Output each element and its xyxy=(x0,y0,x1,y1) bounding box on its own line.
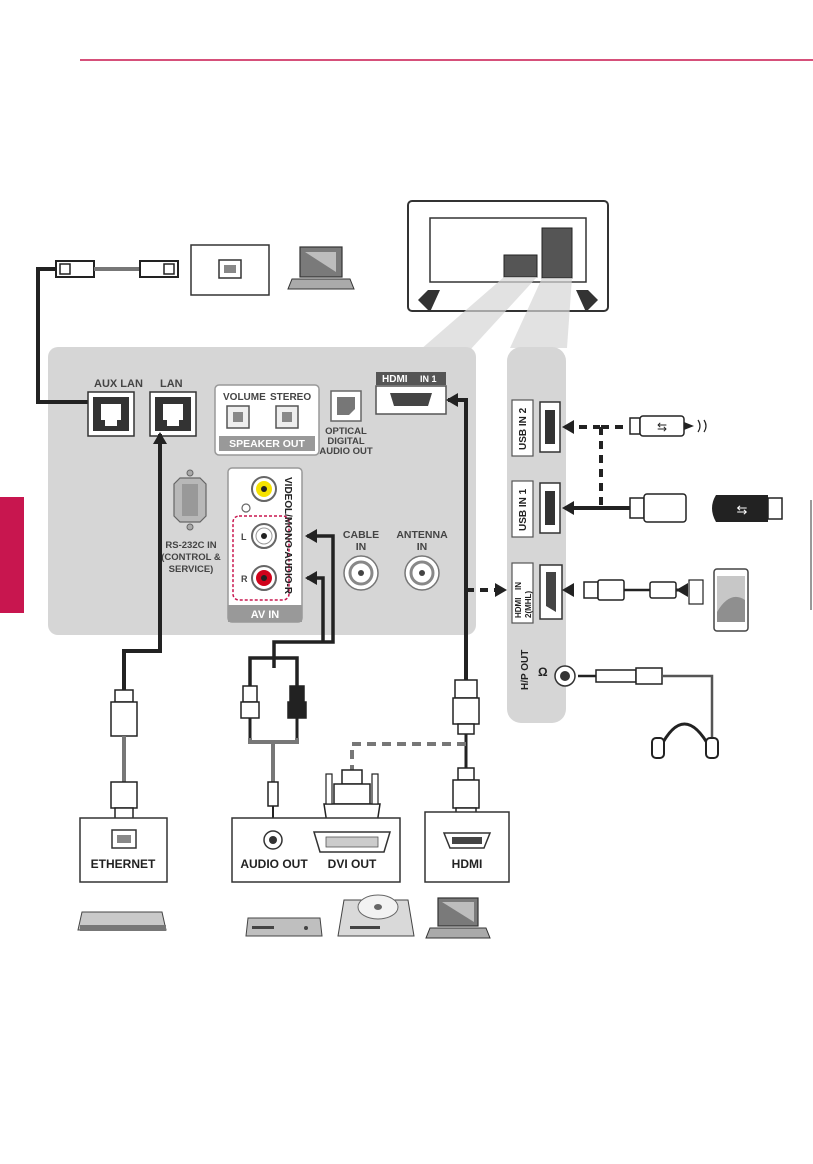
rs232-label-2: (CONTROL & xyxy=(161,552,221,563)
av-output-box: AUDIO OUT DVI OUT xyxy=(232,818,400,882)
dvi-out-label: DVI OUT xyxy=(328,857,377,871)
hdmi-in1-logo: HDMI xyxy=(382,374,408,385)
jack-l-label: L xyxy=(241,532,247,542)
video-label: VIDEO xyxy=(282,477,293,508)
mhl-cable xyxy=(562,580,688,600)
headphones-icon xyxy=(652,724,718,758)
usb-in2-label: USB IN 2 xyxy=(518,407,529,450)
side-tab xyxy=(0,497,24,613)
audio-out-label: AUDIO OUT xyxy=(240,857,308,871)
usb-stick-connector-icon xyxy=(630,494,686,522)
laptop-icon xyxy=(288,247,354,289)
rca-plugs xyxy=(241,686,306,822)
usb-in1-label: USB IN 1 xyxy=(518,488,529,531)
stereo-label: STEREO xyxy=(270,392,311,403)
aux-lan-label: AUX LAN xyxy=(94,378,143,390)
hdmi-device-label: HDMI xyxy=(452,857,483,871)
cable-in-label-2: IN xyxy=(356,541,367,553)
tv-back-icon xyxy=(408,201,608,350)
lan-label: LAN xyxy=(160,378,183,390)
usb-cables xyxy=(565,427,630,508)
aux-lan-port xyxy=(88,392,134,436)
hdmi-device-box: HDMI xyxy=(425,812,509,882)
cable-in-label-1: CABLE xyxy=(343,529,379,541)
hdmi-in2-label-1: IN xyxy=(514,582,523,590)
volume-label: VOLUME xyxy=(223,392,266,403)
usb-plug-icon: ⇆ xyxy=(630,416,706,436)
optical-label-3: AUDIO OUT xyxy=(319,446,373,457)
headphone-cable xyxy=(578,668,712,740)
speaker-out-group: VOLUME STEREO SPEAKER OUT xyxy=(215,385,319,455)
rs232-label-1: RS-232C IN xyxy=(165,540,216,551)
hdmi-in1-port: HDMI IN 1 xyxy=(376,372,446,414)
hdmi-dvi-dashed xyxy=(352,744,466,770)
disc-player-icon xyxy=(338,895,414,936)
audio-label: L/MONO-AUDIO-R xyxy=(282,508,293,595)
svg-text:⇆: ⇆ xyxy=(737,502,748,517)
smartphone-icon xyxy=(689,569,748,631)
rs232-label-3: SERVICE) xyxy=(169,564,214,575)
hp-out-label: H/P OUT xyxy=(520,650,531,690)
hdmi-in2-logo: HDMI xyxy=(514,598,523,618)
svg-text:⇆: ⇆ xyxy=(657,420,667,434)
hdmi-in2-label-2: 2(MHL) xyxy=(524,591,533,618)
usb-stick-icon: ⇆ xyxy=(712,495,782,522)
speaker-out-label: SPEAKER OUT xyxy=(229,438,305,450)
av-in-group: L R VIDEO L/MONO-AUDIO-R AV IN xyxy=(228,468,302,622)
wall-lan-port-icon xyxy=(191,245,269,295)
laptop-icon xyxy=(426,898,490,938)
jack-r-label: R xyxy=(241,574,248,584)
lan-port xyxy=(150,392,196,436)
av-in-label: AV IN xyxy=(251,609,280,621)
antenna-in-label-1: ANTENNA xyxy=(396,529,448,541)
network-box-icon xyxy=(78,912,166,931)
ethernet-label: ETHERNET xyxy=(91,857,156,871)
antenna-in-label-2: IN xyxy=(417,541,428,553)
ethernet-box: ETHERNET xyxy=(80,818,167,882)
hdmi-in1-label: IN 1 xyxy=(420,374,437,384)
dvd-player-icon xyxy=(246,918,322,936)
headphone-glyph-icon: Ω xyxy=(538,665,548,679)
lan-plug-icon xyxy=(56,261,178,277)
hdmi-side-arrow xyxy=(495,583,507,597)
